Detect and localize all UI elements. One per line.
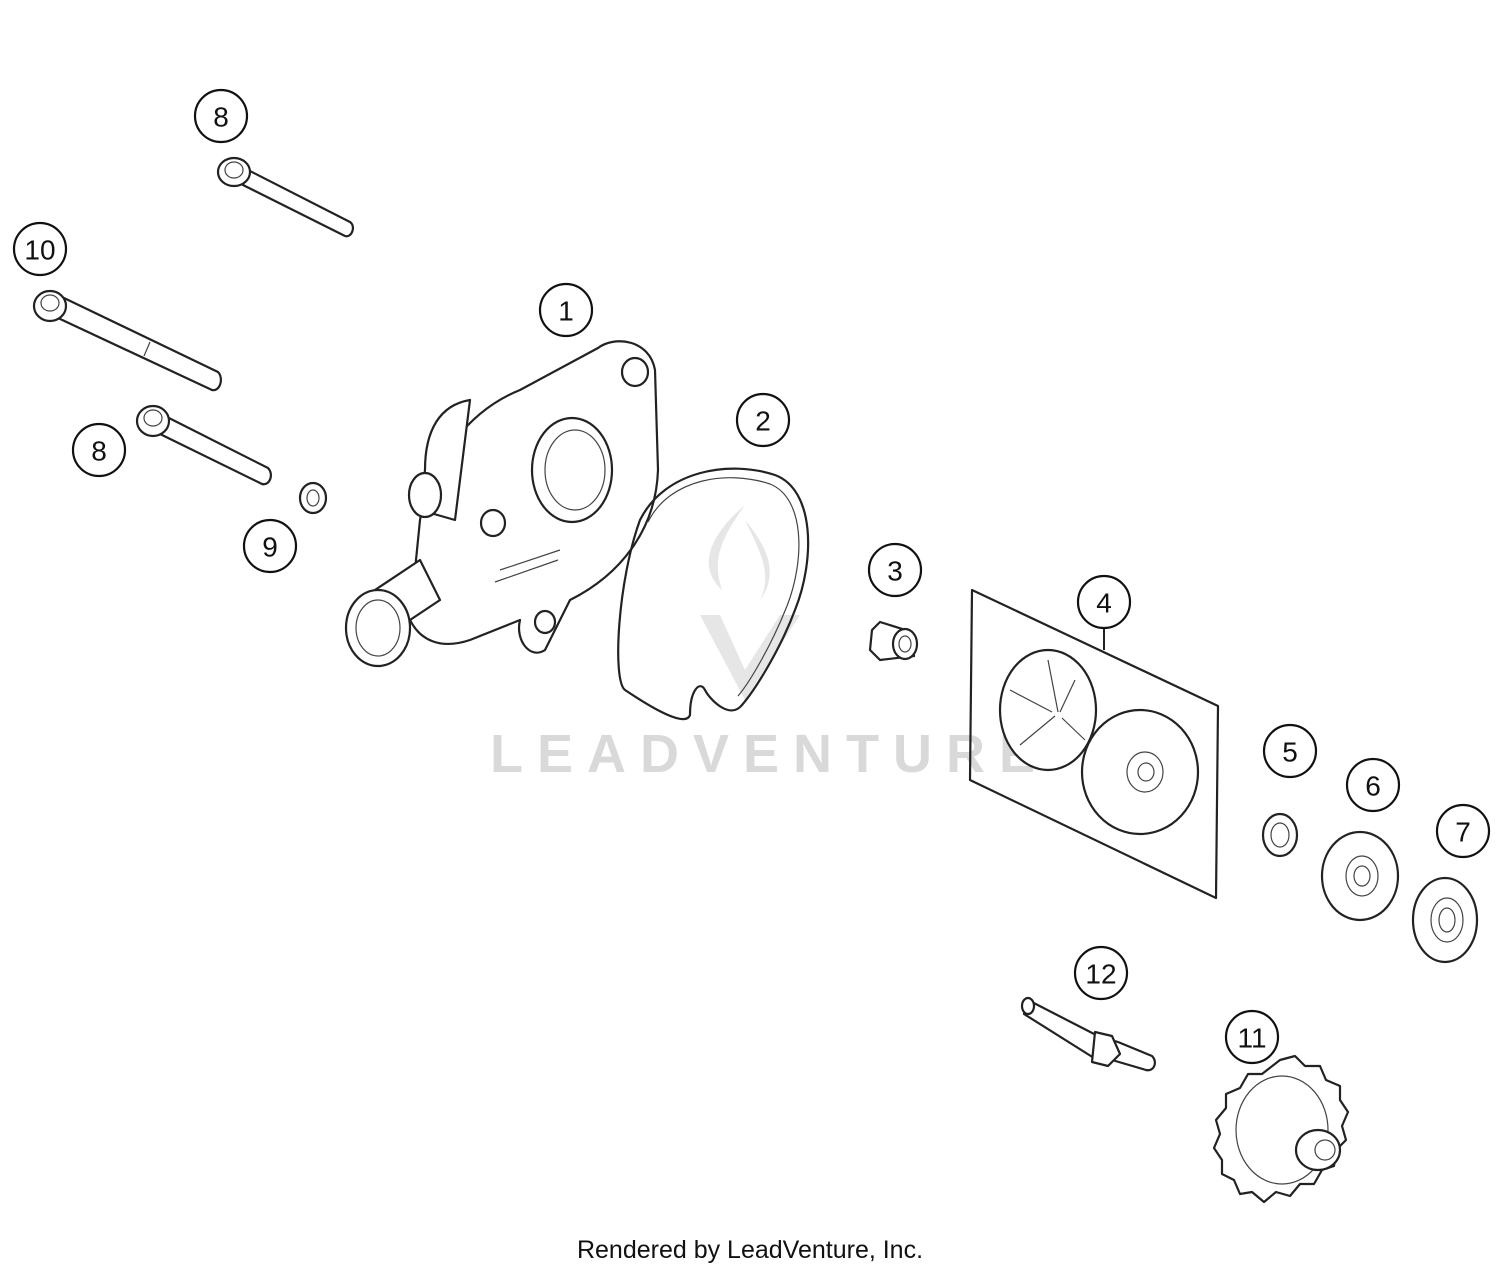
callout-8-top[interactable]: 8 <box>193 88 249 144</box>
washer-9 <box>298 481 328 515</box>
gasket-2 <box>617 467 810 721</box>
callout-11[interactable]: 11 <box>1224 1009 1280 1065</box>
shaft-12 <box>1020 996 1156 1072</box>
gear-11 <box>1212 1054 1350 1204</box>
callout-label: 7 <box>1455 817 1471 848</box>
seal-3 <box>868 620 919 662</box>
callout-9[interactable]: 9 <box>242 518 298 574</box>
callout-12[interactable]: 12 <box>1073 945 1129 1001</box>
bolt-8-top <box>216 156 354 238</box>
callout-label: 8 <box>91 436 107 467</box>
callout-label: 1 <box>558 296 574 327</box>
callout-8-mid[interactable]: 8 <box>71 422 127 478</box>
callout-1[interactable]: 1 <box>538 282 594 338</box>
callout-label: 2 <box>755 406 771 437</box>
bearing-7 <box>1411 876 1479 964</box>
callout-10[interactable]: 10 <box>12 221 68 277</box>
footer-credit: Rendered by LeadVenture, Inc. <box>576 1236 924 1264</box>
impeller-kit-4 <box>968 588 1220 900</box>
callout-label: 6 <box>1365 771 1381 802</box>
callout-label: 9 <box>262 532 278 563</box>
callout-label: 8 <box>213 102 229 133</box>
callout-label: 11 <box>1237 1023 1266 1054</box>
bolt-8-mid <box>135 404 272 486</box>
callout-label: 3 <box>887 556 903 587</box>
bearing-6 <box>1320 830 1400 922</box>
watermark-text: LEADVENTURE <box>490 724 1049 784</box>
callout-3[interactable]: 3 <box>867 542 923 598</box>
callout-label: 12 <box>1085 959 1116 990</box>
callout-5[interactable]: 5 <box>1262 723 1318 779</box>
callout-6[interactable]: 6 <box>1345 757 1401 813</box>
bolt-10 <box>32 289 222 392</box>
callout-4[interactable]: 4 <box>1076 574 1132 630</box>
washer-5 <box>1261 812 1299 858</box>
callout-2[interactable]: 2 <box>735 392 791 448</box>
pump-cover-1 <box>344 340 660 668</box>
callout-label: 4 <box>1096 588 1112 619</box>
callout-label: 5 <box>1282 737 1298 768</box>
callout-label: 10 <box>24 235 55 266</box>
callout-7[interactable]: 7 <box>1435 803 1491 859</box>
watermark: LEADVENTURE <box>490 505 1049 784</box>
